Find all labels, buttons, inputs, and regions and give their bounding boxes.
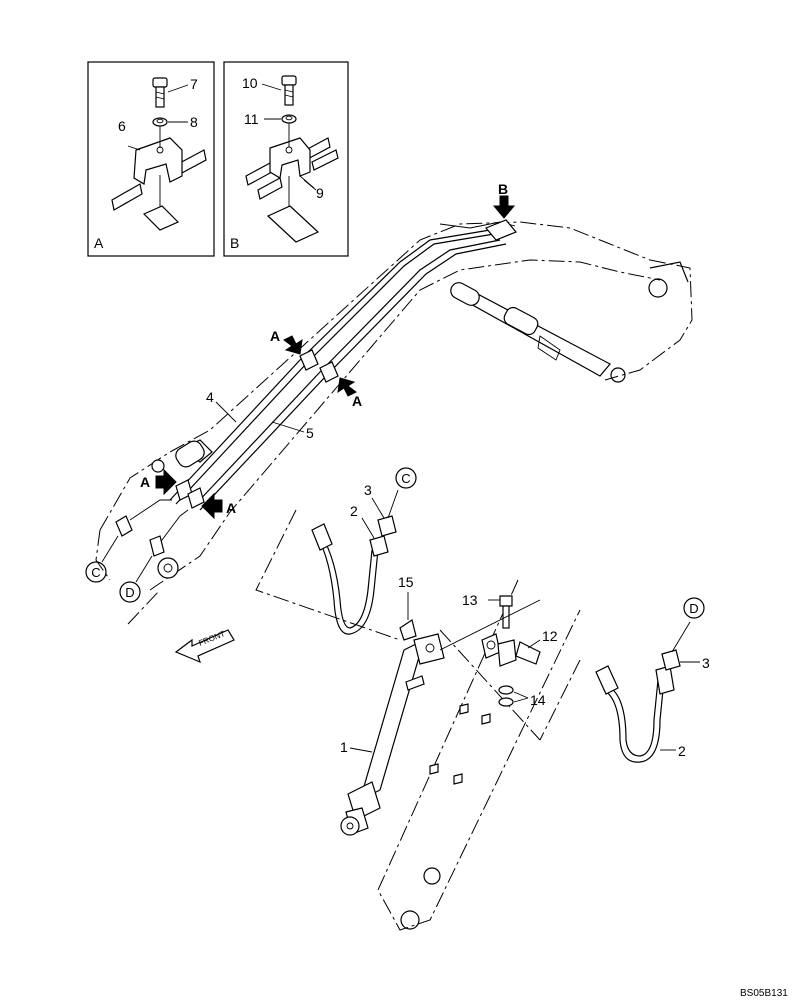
callout-3: 3 xyxy=(364,482,372,498)
view-marker-b: B xyxy=(498,181,508,197)
connector-label: D xyxy=(125,585,134,600)
nut-icon xyxy=(498,685,514,695)
plate-icon xyxy=(142,205,180,231)
view-marker-a: A xyxy=(140,474,150,490)
callout-5: 5 xyxy=(306,425,314,441)
connector-d-upper: D xyxy=(683,597,705,619)
callout-9: 9 xyxy=(316,185,324,201)
adapter-icon xyxy=(661,649,681,671)
callout-2: 2 xyxy=(678,743,686,759)
figure-code: BS05B131 xyxy=(740,988,788,999)
pin-parts xyxy=(399,592,541,707)
callout-15: 15 xyxy=(398,574,414,590)
hose-fitting-icon xyxy=(369,535,389,557)
hose-fitting-icon xyxy=(311,523,333,551)
callout-13: 13 xyxy=(462,592,478,608)
arrow-a-icon xyxy=(283,335,303,355)
plate-icon xyxy=(266,205,320,243)
arrow-a-icon xyxy=(155,468,177,496)
bucket-cylinder xyxy=(340,633,445,836)
arm-outline xyxy=(377,579,581,931)
hose-fitting-icon xyxy=(655,665,675,695)
hose-fitting-icon xyxy=(595,665,619,695)
detail-box-b-frame xyxy=(223,61,349,257)
callout-10: 10 xyxy=(242,75,258,91)
bolt-icon xyxy=(281,75,297,106)
pin-icon xyxy=(399,619,417,641)
callout-11: 11 xyxy=(244,111,259,127)
clamp-icon xyxy=(269,137,311,179)
connector-label: C xyxy=(401,471,410,486)
detail-b-letter: B xyxy=(230,235,239,251)
pipe-icon xyxy=(245,162,273,186)
front-arrow: FRONT xyxy=(174,629,235,664)
callout-7: 7 xyxy=(190,76,198,92)
hydraulic-pipes xyxy=(115,219,517,557)
arrow-a-icon xyxy=(337,377,357,397)
detail-box-a xyxy=(87,61,215,257)
view-marker-a: A xyxy=(352,393,362,409)
hose-right xyxy=(539,621,700,763)
connector-d-lower: D xyxy=(119,555,153,603)
detail-a-letter: A xyxy=(94,235,104,251)
pipe-icon xyxy=(111,183,143,211)
arrow-a-icon xyxy=(201,492,223,520)
boom-cylinder xyxy=(450,282,611,377)
front-arrow-icon xyxy=(174,629,235,664)
hose-left xyxy=(255,489,401,641)
detail-box-a-frame xyxy=(87,61,215,257)
callout-1: 1 xyxy=(340,739,348,755)
nut-icon xyxy=(498,697,514,707)
connector-label: D xyxy=(689,601,698,616)
arm-cylinder-end xyxy=(151,439,213,579)
connector-label: C xyxy=(91,565,100,580)
clamp-icon xyxy=(133,137,183,185)
connector-c-upper: C xyxy=(395,467,417,489)
callout-2: 2 xyxy=(350,503,358,519)
callout-8: 8 xyxy=(190,114,198,130)
view-arrows xyxy=(155,195,516,520)
arrow-b-icon xyxy=(492,195,516,219)
bolt-icon xyxy=(499,595,513,607)
callout-6: 6 xyxy=(118,118,126,134)
detail-box-b xyxy=(223,61,349,257)
connector-c-lower: C xyxy=(85,535,119,583)
bolt-icon xyxy=(152,77,168,108)
pin-icon xyxy=(515,641,541,665)
boom-outline xyxy=(95,221,693,625)
callout-14: 14 xyxy=(530,692,546,708)
view-marker-a: A xyxy=(270,328,280,344)
callout-4: 4 xyxy=(206,389,214,405)
callout-12: 12 xyxy=(542,628,558,644)
adapter-icon xyxy=(377,515,397,537)
callout-3: 3 xyxy=(702,655,710,671)
view-marker-a: A xyxy=(226,500,236,516)
